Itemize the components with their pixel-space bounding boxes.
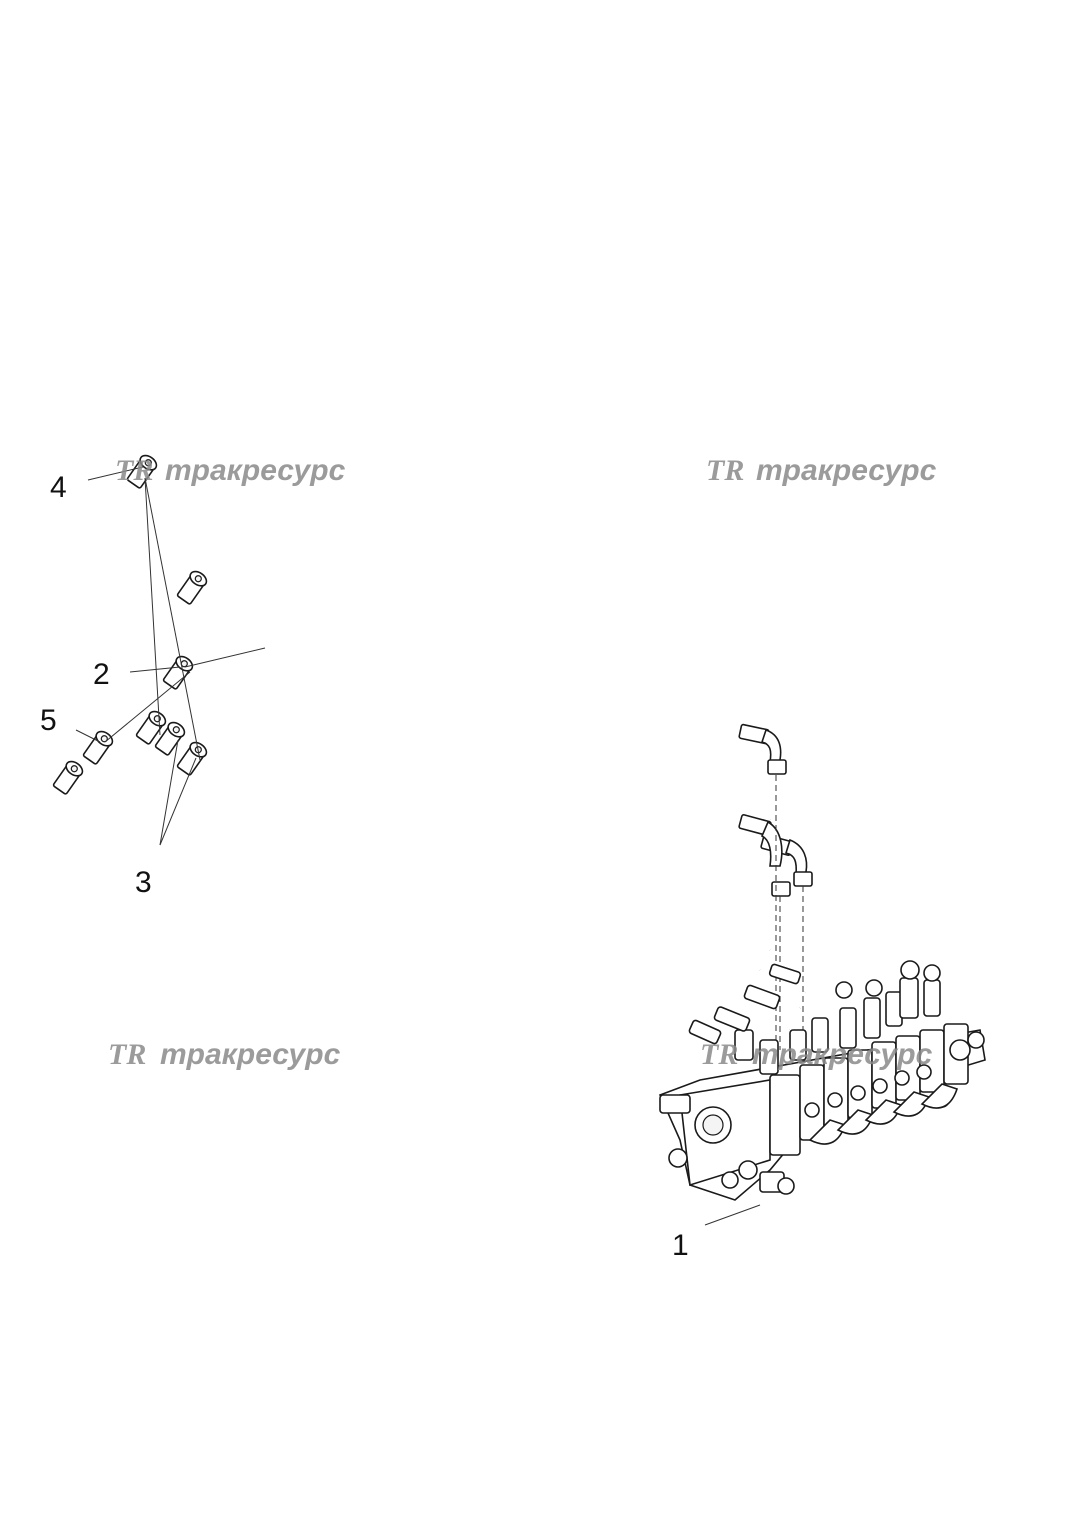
watermark-bottom-left: TR тракресурс xyxy=(108,1038,341,1071)
callout-5: 5 xyxy=(40,704,57,737)
fitting-mid-b xyxy=(154,721,186,756)
watermark-logo: TR xyxy=(706,454,744,487)
block-hose-connectors xyxy=(688,963,802,1045)
elbow-fittings xyxy=(738,723,813,897)
elbow-a xyxy=(738,723,787,775)
watermark-text: тракресурс xyxy=(756,454,937,487)
callout-4: 4 xyxy=(50,471,67,504)
fitting-far-left xyxy=(52,760,84,795)
inlet-port xyxy=(759,1171,795,1195)
watermark-text: тракресурс xyxy=(165,454,346,487)
watermark-top-right: TR тракресурс xyxy=(706,454,937,487)
hose-bundle xyxy=(70,471,806,1049)
watermark-logo: TR xyxy=(700,1038,738,1071)
block-top-fittings xyxy=(734,960,985,1108)
watermark-top-left: TR тракресурс xyxy=(115,454,346,487)
fitting-5 xyxy=(82,730,114,765)
watermark-logo: TR xyxy=(115,454,153,487)
callout-2: 2 xyxy=(93,658,110,691)
fitting-upper xyxy=(176,570,208,605)
watermark-logo: TR xyxy=(108,1038,146,1071)
watermark-text: тракресурс xyxy=(752,1038,933,1071)
block-bottom-fittings xyxy=(804,1064,959,1145)
control-valve-block xyxy=(658,960,986,1201)
fitting-mid-a xyxy=(135,710,167,745)
leader-lines xyxy=(75,466,761,1226)
elbow-b xyxy=(760,834,813,887)
watermark-text: тракресурс xyxy=(160,1038,341,1071)
callout-3: 3 xyxy=(135,866,152,899)
hose-end-fittings xyxy=(52,454,208,795)
elbow-c xyxy=(738,814,791,897)
callout-labels: 4 2 5 3 1 xyxy=(40,471,689,1262)
callout-1: 1 xyxy=(672,1229,689,1262)
watermark-bottom-right: TR тракресурс xyxy=(700,1038,933,1071)
fitting-4 xyxy=(126,454,158,489)
